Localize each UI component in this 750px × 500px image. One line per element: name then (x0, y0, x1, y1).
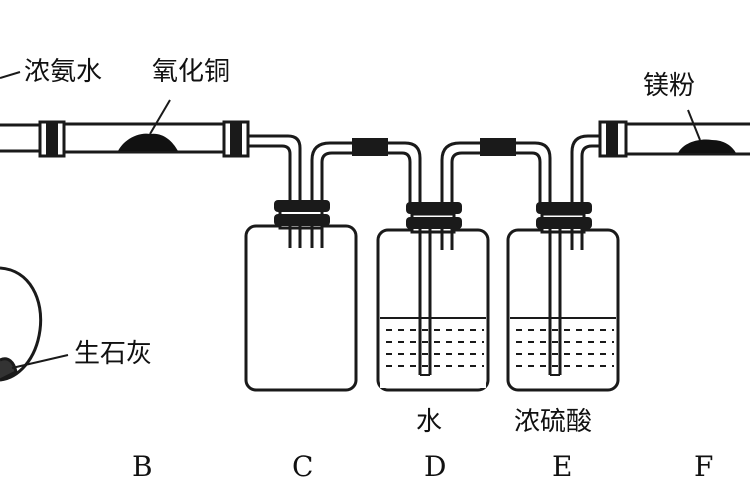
label-copper-oxide: 氧化铜 (152, 57, 230, 87)
tube-b-to-c (248, 134, 352, 240)
apparatus-f (598, 109, 750, 158)
bottle-e (506, 202, 620, 392)
apparatus-a (0, 71, 69, 382)
quicklime-pile (0, 357, 18, 382)
label-magnesium: 镁粉 (643, 71, 695, 101)
leader-magnesium (687, 109, 701, 141)
stopper-b-right-band (230, 122, 242, 156)
apparatus-b (38, 99, 250, 158)
acid-dashes (516, 329, 614, 367)
letter-c: C (292, 450, 313, 483)
label-quicklime: 生石灰 (74, 339, 152, 369)
letter-e: E (552, 450, 572, 483)
label-sulfuric-acid: 浓硫酸 (514, 407, 592, 437)
leader-copper-oxide (149, 99, 171, 135)
bottle-c (244, 200, 358, 392)
label-ammonia: 浓氨水 (24, 57, 102, 87)
bottle-d (376, 202, 490, 392)
tube-e-in (516, 141, 552, 205)
tube-c-to-d (388, 141, 422, 205)
stopper-b-left-band (46, 122, 58, 156)
water-dashes (386, 329, 484, 367)
letter-f: F (694, 450, 713, 483)
label-water: 水 (416, 407, 442, 437)
leader-quicklime (11, 354, 69, 369)
leader-ammonia (0, 71, 21, 79)
magnesium-pile (678, 139, 736, 153)
rubber-joint-cd (352, 138, 388, 156)
copper-oxide-pile (118, 133, 178, 151)
water-liquid (380, 318, 486, 388)
tube-d-to-e (440, 141, 480, 205)
rubber-joint-de (480, 138, 516, 156)
letter-b: B (132, 450, 153, 483)
tube-e-to-f (570, 134, 606, 205)
letter-d: D (424, 450, 446, 483)
